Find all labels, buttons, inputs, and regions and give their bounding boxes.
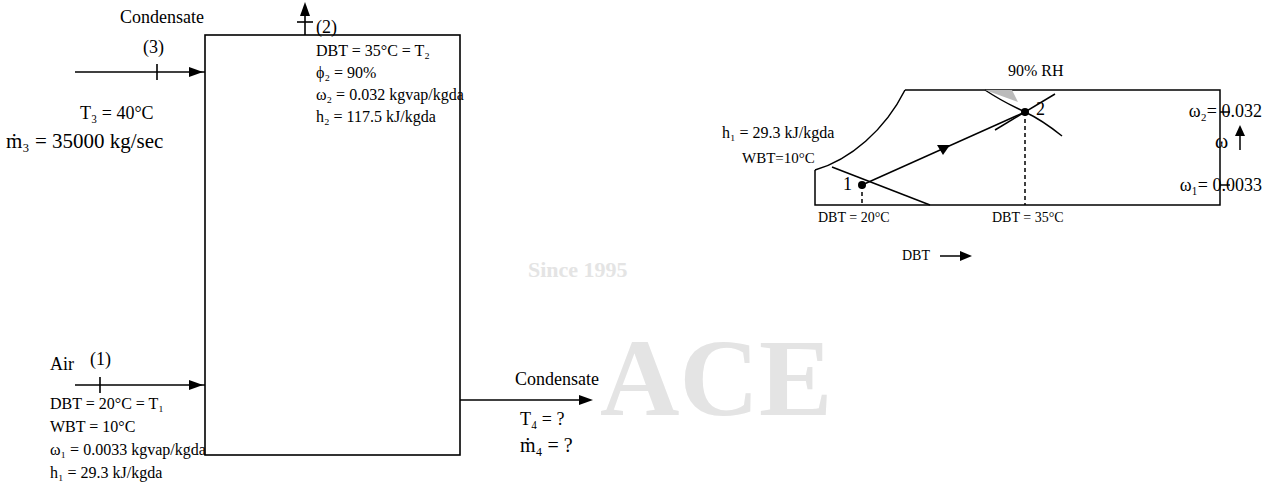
state-value: ω₁ = 0.0033 kgvap/kgda — [50, 441, 206, 459]
axis-label: ω₂= 0.032 — [1189, 102, 1262, 122]
stream-name: Condensate — [120, 8, 204, 28]
state-number: (2) — [316, 18, 337, 38]
axis-label: DBT = 20°C — [818, 210, 890, 225]
point-label: 2 — [1036, 100, 1045, 120]
rh-curve — [985, 90, 1062, 136]
arrow-head — [960, 251, 972, 261]
axis-label: ω₁= 0.0033 — [1180, 176, 1262, 196]
axis-label: DBT — [902, 248, 930, 263]
wet-bulb-line — [832, 167, 930, 205]
arrow-head — [579, 395, 593, 405]
watermark: Since 1995 — [528, 258, 628, 282]
arrow-head — [300, 2, 310, 16]
wet-bulb-line — [995, 94, 1055, 130]
state-value: T₃ = 40°C — [80, 104, 154, 124]
chart-label: 90% RH — [1008, 62, 1064, 80]
shaded-region — [985, 90, 1018, 102]
axis-label: ω — [1215, 130, 1228, 152]
state-value: ϕ₂ = 90% — [316, 64, 376, 82]
chart-label: h₁ = 29.3 kJ/kgda — [722, 124, 834, 142]
state-point — [1021, 108, 1029, 116]
dbt-line — [1024, 112, 1026, 205]
arrow-head — [937, 145, 950, 155]
chart-frame — [815, 90, 1220, 205]
state-value: WBT = 10°C — [50, 418, 135, 436]
state-value: T₄ = ? — [520, 410, 564, 430]
state-value: ṁ₃ = 35000 kg/sec — [6, 130, 163, 153]
state-value: h₁ = 29.3 kJ/kgda — [50, 464, 162, 482]
axis-label: DBT = 35°C — [992, 210, 1064, 225]
arrow-head — [1235, 125, 1245, 136]
state-tick — [297, 21, 313, 23]
stream-name: Condensate — [515, 370, 599, 390]
air-line — [75, 384, 205, 386]
state-tick — [99, 377, 101, 393]
state-value: ṁ₄ = ? — [520, 434, 573, 456]
process-line — [862, 112, 1025, 185]
state-value: h₂ = 117.5 kJ/kgda — [316, 108, 436, 126]
state-tick — [156, 64, 158, 80]
stream-name: Air — [50, 355, 74, 375]
arrow-head — [189, 380, 203, 390]
outlet-line — [460, 399, 588, 401]
point-label: 1 — [843, 175, 852, 195]
state-number: (3) — [143, 38, 164, 58]
chart-label: WBT=10°C — [742, 150, 815, 167]
state-number: (1) — [90, 350, 111, 370]
inlet-line — [75, 71, 205, 73]
state-value: ω₂ = 0.032 kgvap/kgda — [316, 86, 464, 104]
state-value: DBT = 20°C = T₁ — [50, 395, 164, 413]
watermark: ACE — [600, 318, 832, 439]
state-value: DBT = 35°C = T₂ — [316, 42, 430, 60]
state-point — [858, 181, 866, 189]
arrow-head — [189, 67, 203, 77]
